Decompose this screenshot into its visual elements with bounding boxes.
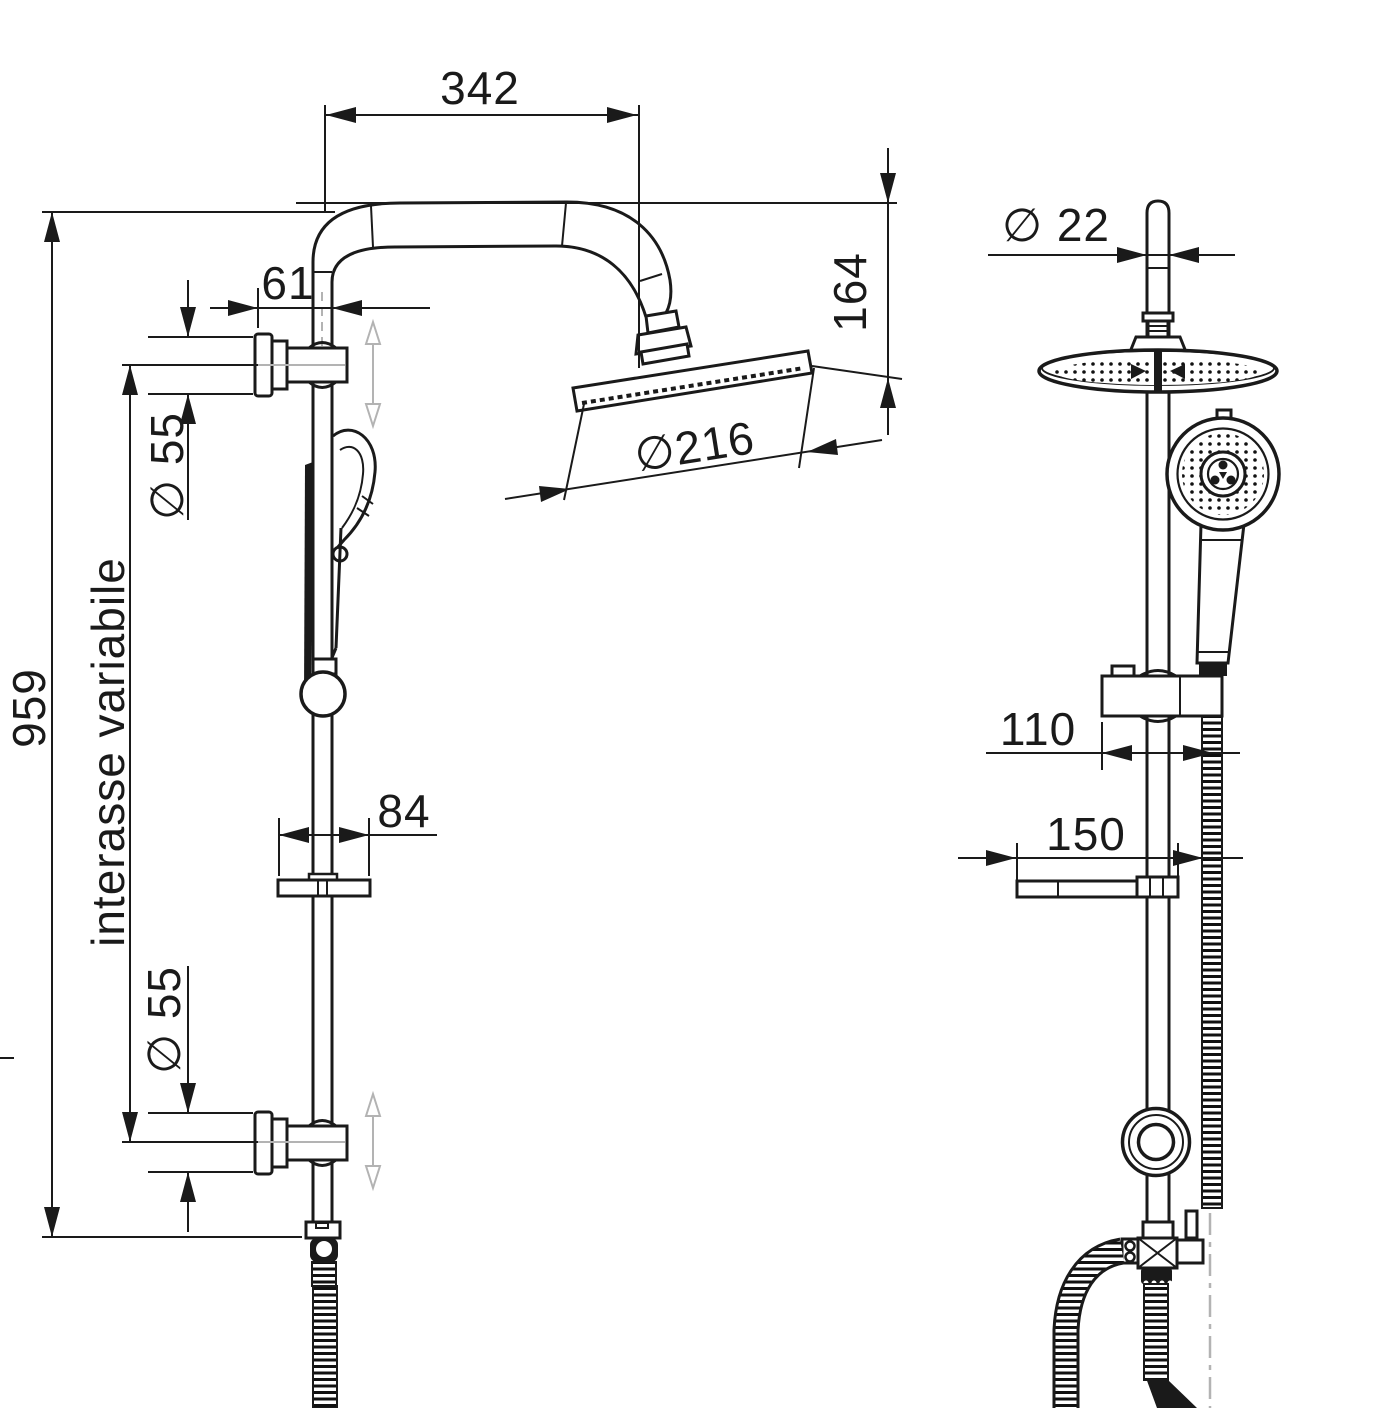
diverter-lever — [1184, 1209, 1199, 1240]
soap-dish-front — [1015, 875, 1180, 899]
overhead-shower-front — [1037, 348, 1279, 394]
dim-bracket-span: interasse variabile — [82, 364, 345, 1143]
pipe-top-front — [1145, 199, 1171, 352]
dim-label: 959 — [3, 668, 55, 748]
dim-label: 84 — [377, 785, 430, 837]
dim-hose-offset: 110 — [986, 703, 1240, 770]
bottom-outlet-side — [304, 1220, 342, 1408]
hand-shower-hose — [1201, 715, 1223, 1209]
rail-and-arm-side — [311, 200, 673, 1222]
dim-bracket-offset: 61 — [210, 257, 430, 328]
hand-shower-front — [1165, 408, 1281, 676]
nozzle-face-texture — [581, 366, 805, 405]
curved-hose — [1055, 1240, 1125, 1408]
adjust-arrow-up-icon — [364, 318, 382, 345]
dim-dish-depth: 84 — [278, 785, 437, 876]
dim-lower-flange: ∅ 55 — [138, 966, 253, 1232]
dimensions: 342 164 ∅216 61 — [3, 62, 1243, 1238]
diverter-assembly — [1052, 1209, 1212, 1408]
dim-dish-width: 150 — [958, 808, 1243, 880]
hand-shower-loop — [332, 428, 377, 549]
shower-head-plate — [571, 349, 814, 413]
hand-shower-side — [299, 428, 377, 718]
dim-label: ∅ 55 — [141, 412, 193, 520]
dim-label: 61 — [261, 257, 314, 309]
adjustability-arrows — [364, 318, 382, 1192]
slider-block-front — [1100, 664, 1224, 723]
dim-label: ∅ 22 — [1002, 199, 1110, 251]
slider-knob-side — [299, 670, 347, 718]
hose-end-tip — [1146, 1378, 1197, 1408]
dim-pipe-diameter: ∅ 22 — [988, 199, 1235, 263]
dim-arm-projection: 342 — [324, 62, 640, 368]
mode-selector-icon — [1219, 472, 1227, 479]
dim-overall-height: 959 — [3, 212, 60, 1237]
soap-dish-side — [276, 872, 372, 898]
dim-label: 150 — [1046, 808, 1126, 860]
flex-hose-side — [312, 1285, 338, 1408]
overhead-shower-side — [571, 309, 814, 413]
dim-label: ∅ 55 — [138, 966, 190, 1074]
dim-label: interasse variabile — [82, 557, 134, 947]
adjust-arrow-down-icon — [364, 403, 382, 430]
dim-label: 342 — [440, 62, 520, 114]
front-view — [1015, 199, 1281, 1408]
soap-dish-side-plate — [276, 878, 372, 898]
wall-flange-front — [1120, 1106, 1192, 1178]
dim-upper-flange: ∅ 55 — [141, 280, 253, 520]
dim-head-drop: 164 — [811, 148, 903, 435]
hand-shower-handle — [1195, 522, 1246, 665]
outlet-hose-front — [1143, 1283, 1169, 1381]
dim-label: ∅216 — [631, 411, 758, 481]
handle-profile — [304, 462, 313, 700]
dim-label: 164 — [824, 252, 876, 332]
dim-label: 110 — [1000, 703, 1076, 755]
slider-body — [1100, 674, 1224, 718]
